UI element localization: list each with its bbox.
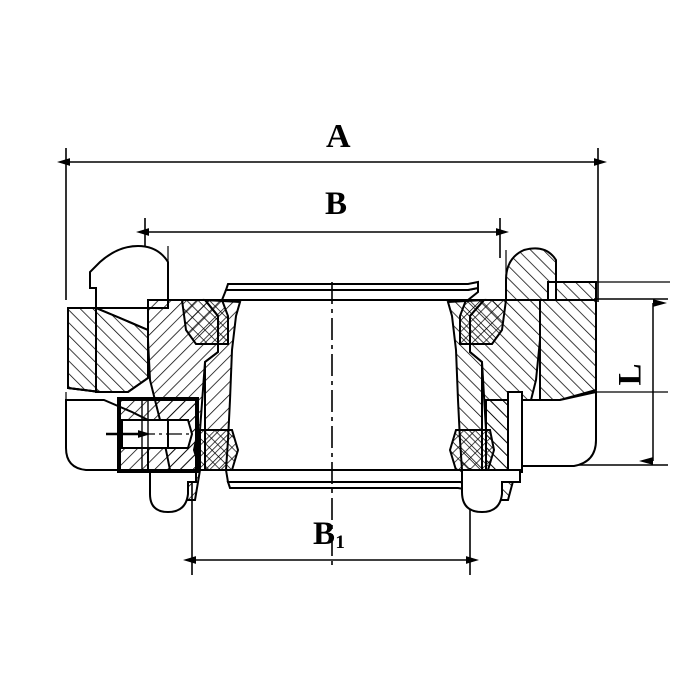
right-upper-seal-crosshatch — [459, 299, 508, 345]
left-lower-seal-crosshatch — [192, 429, 240, 471]
dimension-arrow-lines — [57, 158, 667, 564]
rim-upper-web-plate — [220, 280, 479, 301]
left-lock-ring-profile — [67, 244, 169, 393]
dimension-label-l: L — [612, 363, 649, 386]
dimension-label-b1-subscript: 1 — [335, 532, 345, 554]
dimension-label-b1-base: B — [313, 516, 336, 552]
right-lock-ring-profile — [505, 247, 597, 301]
rim-cross-section-body — [65, 244, 670, 568]
dimension-label-b1: B1 — [313, 516, 345, 554]
right-side-ring-lower — [461, 390, 597, 514]
dimension-label-b: B — [325, 186, 348, 222]
auxiliary-construction-lines — [65, 246, 670, 400]
left-outer-flange-upper — [67, 307, 149, 393]
left-lower-lock-ring — [149, 471, 197, 514]
right-outer-flange-hatched — [539, 299, 597, 401]
left-grease-fitting-block — [106, 397, 199, 473]
dimension-label-a: A — [326, 118, 351, 155]
rim-lower-web-plate — [224, 469, 471, 492]
right-retaining-collar — [485, 391, 523, 473]
